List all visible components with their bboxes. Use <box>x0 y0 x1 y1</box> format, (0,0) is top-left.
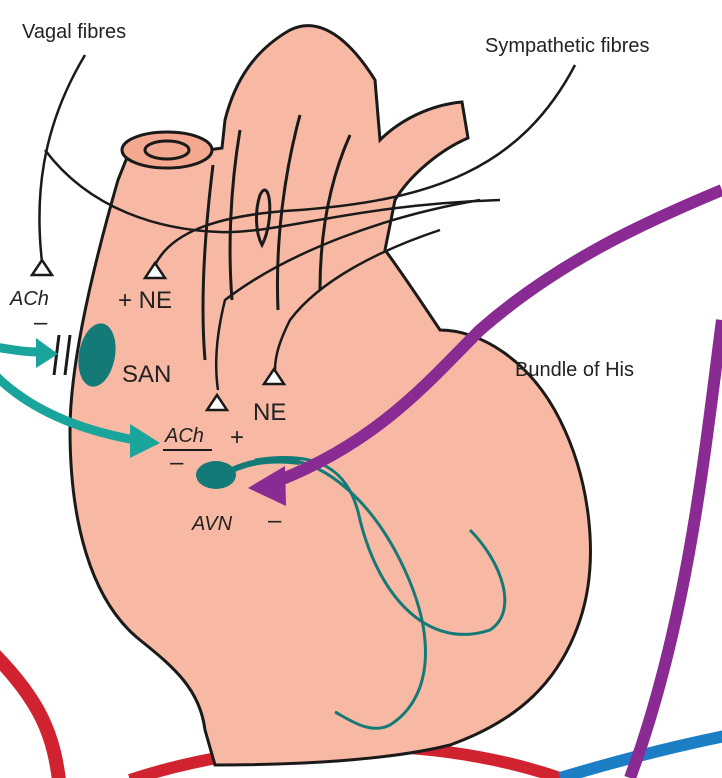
aorta-opening <box>122 132 212 168</box>
ach-left-label: ACh <box>9 288 49 310</box>
teal-arrow-to-san <box>0 347 38 352</box>
ach-avn-label: ACh <box>164 425 204 447</box>
sympathetic-fibres-label: Sympathetic fibres <box>485 35 650 57</box>
vagal-fibres-label: Vagal fibres <box>22 21 126 43</box>
red-vessel <box>0 650 60 778</box>
av-node <box>196 461 236 489</box>
avn-label: AVN <box>191 513 233 535</box>
minus-avn-right-label: – <box>268 507 282 534</box>
minus-left-label: – <box>34 309 48 336</box>
vagal-fibre-1 <box>39 55 85 262</box>
ne-mid-label: NE <box>253 399 286 426</box>
block-mark-2 <box>65 335 70 375</box>
minus-avn-label: – <box>170 449 184 476</box>
vagal-terminal <box>32 260 52 275</box>
purple-vessel-right <box>630 320 722 778</box>
plus-avn-label: + <box>230 424 244 451</box>
san-label: SAN <box>122 361 171 388</box>
bundle-of-his-label: Bundle of His <box>515 359 634 381</box>
plus-ne-top-label: + NE <box>118 287 172 314</box>
